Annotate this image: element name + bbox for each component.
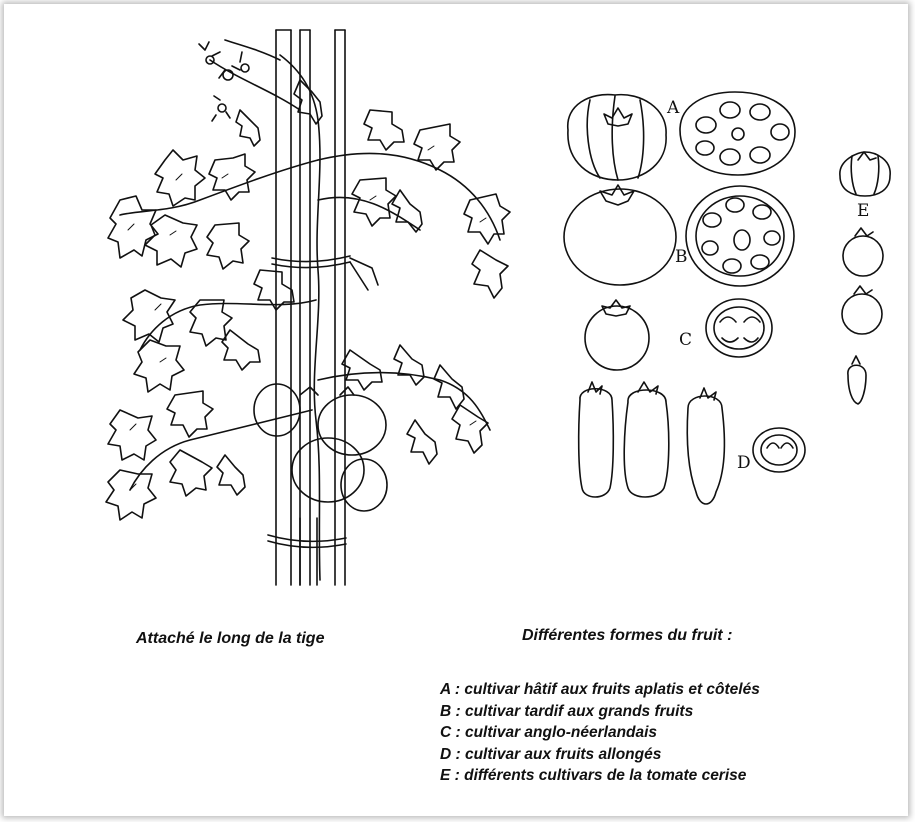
legend-item-e: E : différents cultivars de la tomate ce… [440, 765, 760, 787]
fruit-b-whole [564, 185, 676, 285]
flower-cluster [199, 42, 249, 121]
fruit-forms-drawing: A B C D E [564, 92, 890, 504]
fruit-legend: A : cultivar hâtif aux fruits aplatis et… [440, 679, 760, 787]
plant-tomatoes [254, 384, 387, 511]
leaves [106, 80, 510, 520]
fruit-c-whole [585, 300, 649, 370]
legend-item-c: C : cultivar anglo-néerlandais [440, 722, 760, 744]
fruit-d-cross-section [753, 428, 805, 472]
fruit-a-cross-section [680, 92, 795, 175]
label-c: C [679, 330, 692, 350]
plant-caption: Attaché le long de la tige [136, 630, 324, 648]
label-e: E [857, 201, 869, 221]
tomato-plant-drawing [106, 30, 510, 585]
legend-item-b: B : cultivar tardif aux grands fruits [440, 701, 760, 723]
fruit-d-whole [579, 382, 725, 504]
fruit-b-cross-section [686, 186, 794, 286]
fruit-a-whole [568, 95, 666, 180]
leaf-texture [128, 146, 486, 490]
label-b: B [675, 247, 688, 267]
legend-item-d: D : cultivar aux fruits allongés [440, 744, 760, 766]
legend-item-a: A : cultivar hâtif aux fruits aplatis et… [440, 679, 760, 701]
fruit-c-cross-section [706, 299, 772, 357]
label-a: A [666, 98, 680, 118]
stake-ties [268, 256, 378, 585]
fruit-e-varieties [840, 152, 890, 404]
fruit-forms-caption: Différentes formes du fruit : [522, 627, 732, 645]
label-d: D [737, 453, 751, 473]
